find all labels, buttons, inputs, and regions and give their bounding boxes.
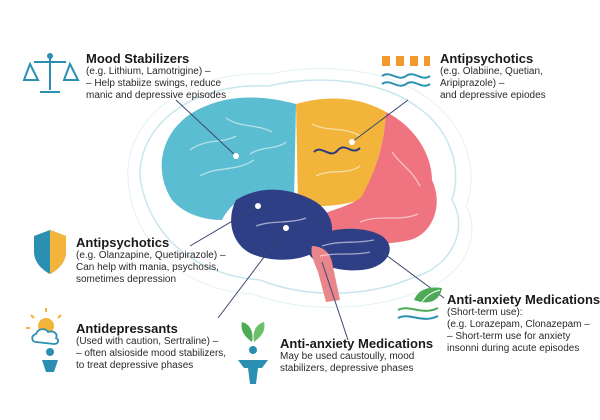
antipsychotics-top-desc: (e.g. Olabiine, Quetian, Aripiprazole) –… (440, 66, 546, 102)
brain-folds (189, 117, 421, 257)
pointer-dots (233, 139, 355, 231)
dot-antidep (283, 225, 289, 231)
desc-line: and depressive epiodes (440, 90, 546, 101)
desc-line: stabilizers, depressive phases (280, 363, 414, 374)
desc-line: (e.g. Olabiine, Quetian, (440, 66, 543, 77)
label-anti-anxiety-mid: Anti-anxiety Medications May be used cau… (280, 336, 433, 375)
parietal-squiggle (313, 146, 361, 155)
dot-antipsy-top (349, 139, 355, 145)
brain-halo (139, 79, 460, 294)
occipital-lobe (322, 112, 437, 244)
leaf-waves-icon (397, 287, 442, 320)
label-antipsychotics-top: Antipsychotics (e.g. Olabiine, Quetian, … (440, 51, 546, 102)
pointer-lines (175, 99, 445, 341)
pointer-mood-stabilizers (175, 99, 237, 157)
desc-line: to treat depressive phases (76, 360, 194, 371)
desc-line: – Short-term use for anxiety (447, 331, 571, 342)
desc-line: May be used caustoully, mood (280, 351, 415, 362)
desc-line: – Help stabiize swings, reduce (86, 78, 222, 89)
desc-line: Can help with mania, psychosis, (76, 262, 219, 273)
pointer-antipsychotics-top (351, 99, 409, 143)
sprout-person-icon (238, 322, 268, 384)
mood-stabilizers-title: Mood Stabilizers (86, 51, 190, 66)
antidepressants-desc: (Used with caution, Sertraline) – – ofte… (76, 336, 226, 372)
pointer-anti-anxiety-mid (321, 261, 349, 341)
mood-stabilizers-desc: (e.g. Lithium, Lamotrigine) – – Help sta… (86, 66, 226, 102)
desc-line: Aripiprazole) – (440, 78, 505, 89)
desc-line: – often alsioside mood stabilizers, (76, 348, 227, 359)
label-antidepressants: Antidepressants (Used with caution, Sert… (76, 321, 226, 372)
antipsychotics-left-desc: (e.g. Olanzapine, Quetipirazole) – Can h… (76, 250, 226, 286)
anti-anxiety-right-desc: (Short-term use): (e.g. Lorazepam, Clona… (447, 307, 600, 355)
desc-line: manic and depressive episodes (86, 90, 227, 101)
antipsychotics-top-title: Antipsychotics (440, 51, 534, 66)
desc-line: insonni during acute episodes (447, 343, 580, 354)
anti-anxiety-right-title: Anti-anxiety Medications (447, 292, 600, 307)
desc-line: (e.g. Lithium, Lamotrigine) – (86, 66, 211, 77)
anti-anxiety-mid-desc: May be used caustoully, mood stabilizers… (280, 351, 433, 375)
pointer-antipsychotics-left (189, 205, 259, 247)
desc-line: (Short-term use): (447, 307, 523, 318)
parietal-lobe (296, 98, 386, 207)
label-antipsychotics-left: Antipsychotics (e.g. Olanzapine, Quetipi… (76, 235, 226, 286)
dot-antipsy-left (255, 203, 261, 209)
antipsychotics-left-title: Antipsychotics (76, 235, 170, 250)
label-mood-stabilizers: Mood Stabilizers (e.g. Lithium, Lamotrig… (86, 51, 226, 102)
balance-scale-icon (22, 53, 80, 93)
label-anti-anxiety-right: Anti-anxiety Medications (Short-term use… (447, 292, 600, 355)
shield-icon (34, 230, 66, 274)
barrier-waves-icon (381, 56, 431, 87)
desc-line: (e.g. Olanzapine, Quetipirazole) – (76, 250, 226, 261)
dot-mood (233, 153, 239, 159)
brain-halo-outer (127, 68, 473, 308)
pointer-antidepressants (217, 227, 287, 319)
desc-line: sometimes depression (76, 274, 177, 285)
anti-anxiety-mid-title: Anti-anxiety Medications (280, 336, 434, 351)
sun-cloud-person-icon (26, 308, 62, 372)
desc-line: (e.g. Lorazepam, Clonazepam – (447, 319, 590, 330)
desc-line: (Used with caution, Sertraline) – (76, 336, 219, 347)
antidepressants-title: Antidepressants (76, 321, 178, 336)
